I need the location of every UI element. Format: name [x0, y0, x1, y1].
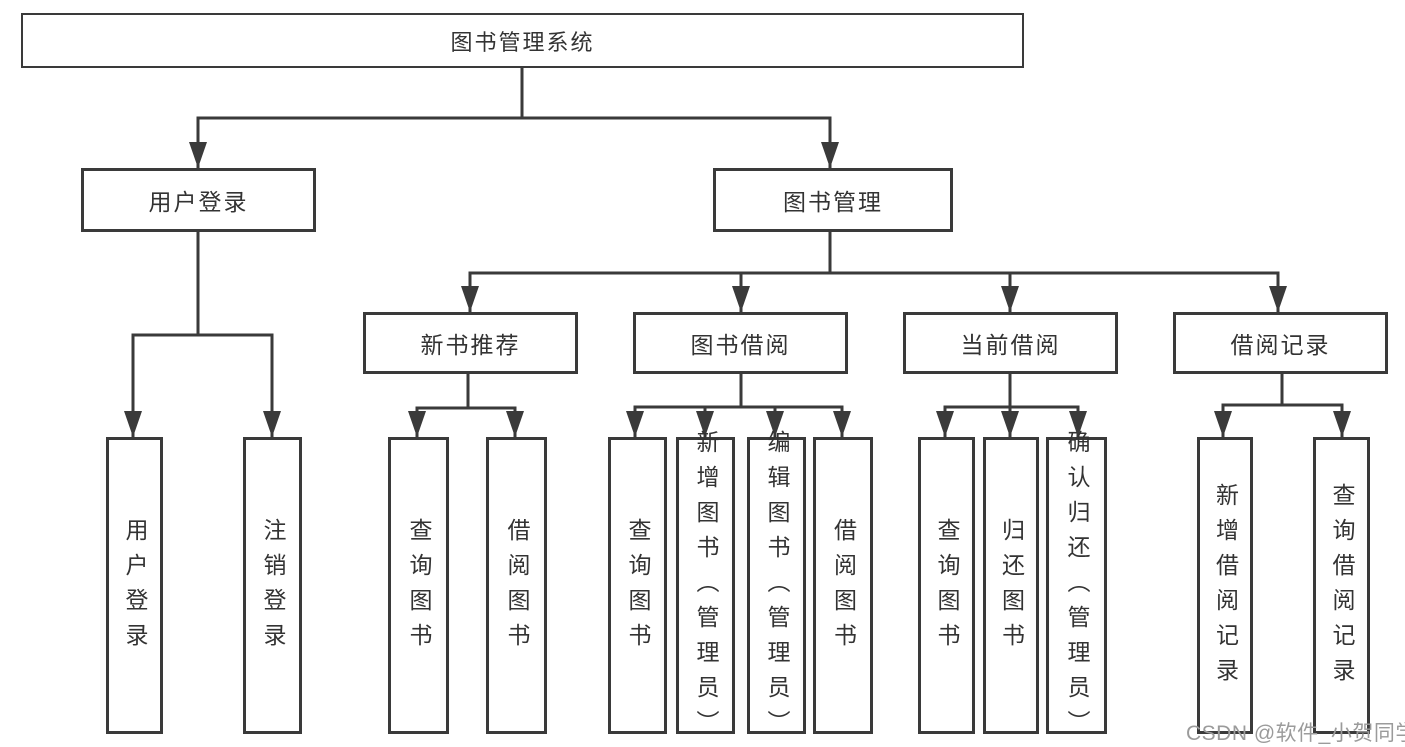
- node-new-book-recommend: 新书推荐: [363, 312, 578, 374]
- leaf-current-confirm-return-admin: 确认归还（管理员）: [1046, 430, 1107, 745]
- leaf-logout: 注销登录: [243, 437, 302, 734]
- leaf-user-login: 用户登录: [106, 437, 163, 734]
- node-borrow-records: 借阅记录: [1173, 312, 1388, 374]
- leaf-current-return-books: 归还图书: [983, 437, 1039, 734]
- leaf-borrow-edit-books-admin: 编辑图书（管理员）: [747, 430, 806, 745]
- leaf-borrow-add-books-admin: 新增图书（管理员）: [676, 430, 735, 745]
- leaf-records-add-record: 新增借阅记录: [1197, 437, 1253, 734]
- leaf-current-query-books: 查询图书: [918, 437, 975, 734]
- leaf-borrow-query-books: 查询图书: [608, 437, 667, 734]
- node-book-management: 图书管理: [713, 168, 953, 232]
- node-current-borrow: 当前借阅: [903, 312, 1118, 374]
- csdn-watermark: CSDN @软件_小贺同学: [1186, 722, 1405, 745]
- node-root: 图书管理系统: [21, 13, 1024, 68]
- leaf-records-query-record: 查询借阅记录: [1313, 437, 1370, 734]
- leaf-newbook-borrow-books: 借阅图书: [486, 437, 547, 734]
- node-book-borrow: 图书借阅: [633, 312, 848, 374]
- node-user-login: 用户登录: [81, 168, 316, 232]
- leaf-borrow-borrow-books: 借阅图书: [813, 437, 873, 734]
- leaf-newbook-query-books: 查询图书: [388, 437, 449, 734]
